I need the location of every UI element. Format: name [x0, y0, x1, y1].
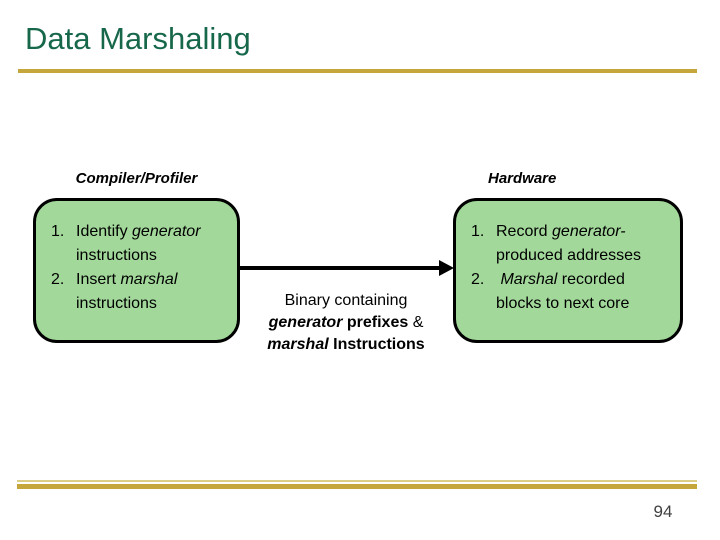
hardware-label: Hardware [488, 170, 557, 187]
compiler-profiler-label: Compiler/Profiler [75, 170, 198, 187]
item-number: 1. [471, 223, 485, 240]
arrow-caption: Binary containing generator prefixes & m… [238, 290, 454, 356]
arrow-line [240, 266, 441, 270]
arrow-head-icon [439, 260, 454, 276]
slide-title: Data Marshaling [25, 21, 251, 56]
item-number: 1. [51, 223, 65, 240]
hardware-box-item-1: 1. Record generator-produced addresses [471, 220, 674, 268]
item-number: 2. [51, 271, 65, 288]
caption-line-2: generator prefixes & [268, 314, 424, 331]
footer-divider-thin [17, 480, 697, 482]
footer-divider [17, 484, 697, 489]
title-divider [18, 69, 697, 73]
item-number: 2. [471, 271, 485, 288]
page-number: 94 [653, 502, 673, 521]
hardware-box: 1. Record generator-produced addresses 2… [453, 198, 683, 343]
caption-line-3: marshal Instructions [267, 336, 425, 353]
caption-line-1: Binary containing [284, 292, 408, 309]
item-text: Record generator-produced addresses [496, 223, 641, 264]
